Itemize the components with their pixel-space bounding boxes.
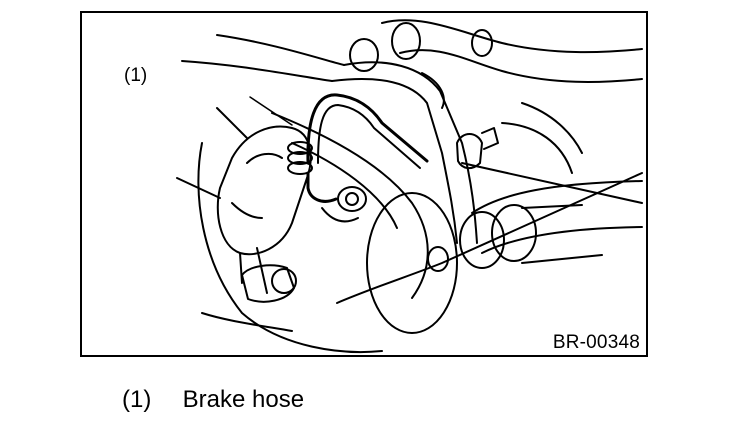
brake-assembly-drawing (176, 19, 643, 354)
figure-code: BR-00348 (552, 332, 640, 353)
legend: (1) Brake hose (122, 388, 304, 412)
callout-label-1: (1) (124, 65, 148, 86)
legend-item-label: Brake hose (182, 386, 305, 413)
brake-hose-illustration: BR-00348 (80, 11, 648, 357)
legend-item-number: (1) (122, 386, 152, 413)
